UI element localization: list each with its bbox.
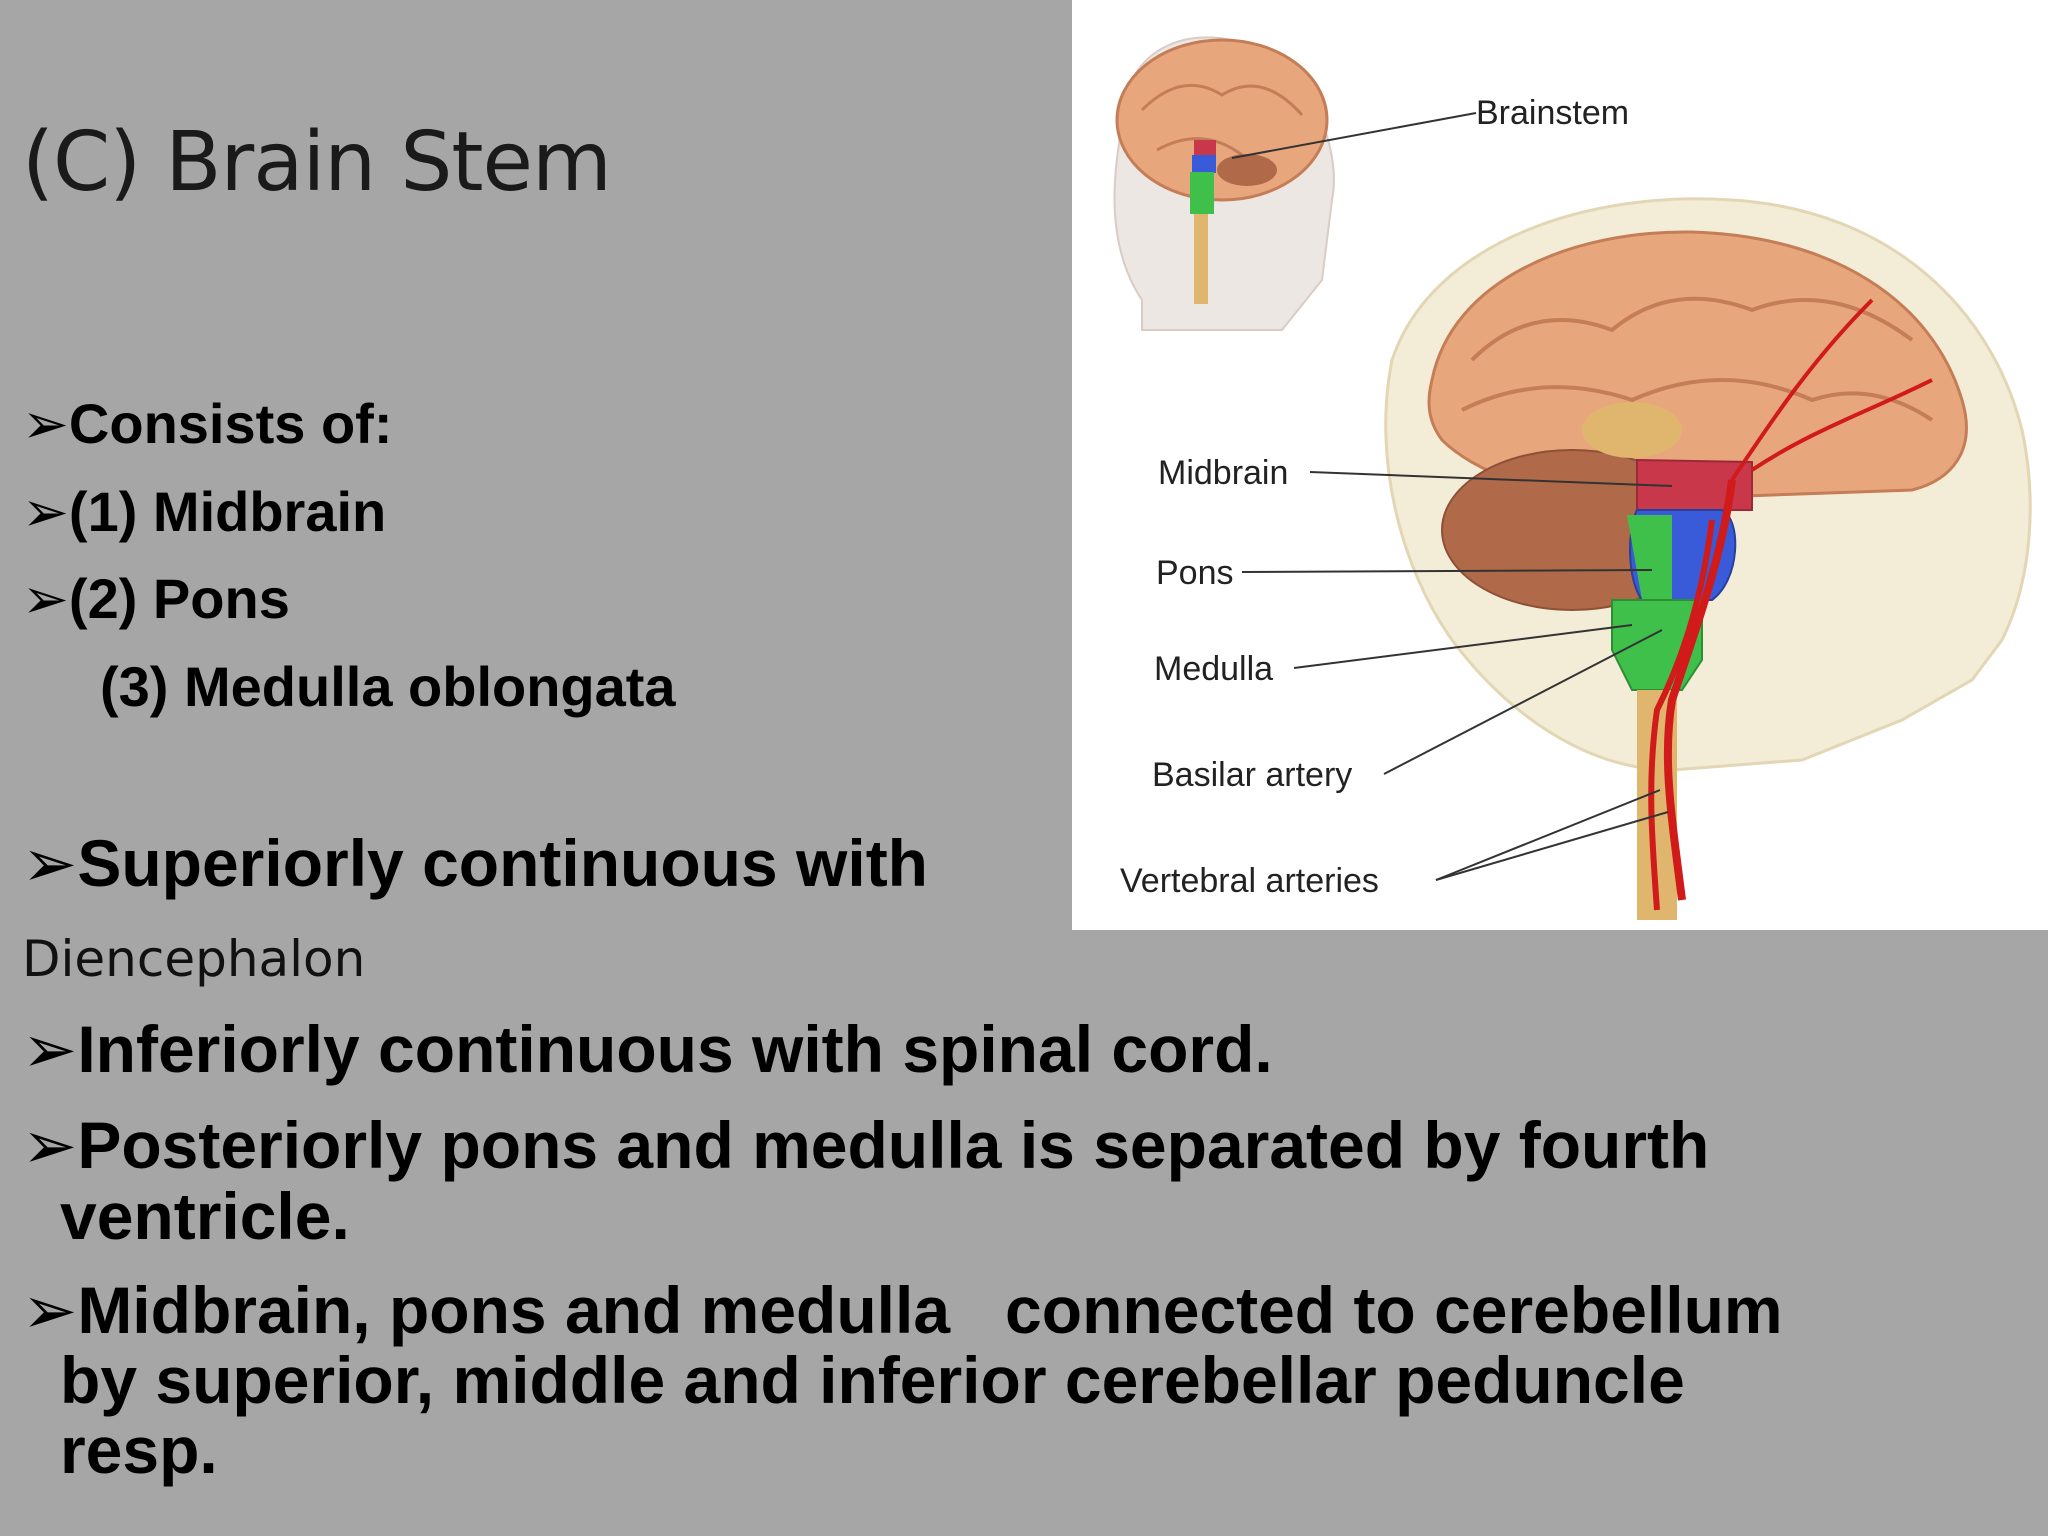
posterior-continuation: ventricle.: [60, 1179, 350, 1254]
part-medulla: (3) Medulla oblongata: [100, 659, 676, 715]
label-pons: Pons: [1156, 554, 1234, 592]
brainstem-illustration: Brainstem: [1113, 36, 2032, 920]
leader-pons: [1241, 569, 1653, 573]
label-basilar-artery: Basilar artery: [1152, 756, 1352, 794]
leader-vertebral-1: [1435, 789, 1661, 881]
head-large: [1384, 197, 2032, 920]
bullet-arrow-icon: ➢: [22, 567, 69, 632]
leader-medulla: [1293, 624, 1633, 669]
label-midbrain: Midbrain: [1158, 454, 1288, 492]
bullet-arrow-icon: ➢: [22, 825, 78, 902]
label-vertebral-arteries: Vertebral arteries: [1120, 862, 1379, 900]
cerebellum-continuation-1: by superior, middle and inferior cerebel…: [60, 1342, 1685, 1417]
bullet-arrow-icon: ➢: [22, 1272, 78, 1349]
bullet-inferior: ➢Inferiorly continuous with spinal cord.: [22, 1016, 1273, 1083]
leader-midbrain: [1309, 471, 1673, 487]
bullet-arrow-icon: ➢: [22, 392, 69, 457]
leader-basilar: [1383, 629, 1663, 775]
part-label: (2) Pons: [68, 567, 290, 630]
brainstem-figure: Brainstem: [1072, 0, 2048, 930]
bullet-posterior: ➢Posteriorly pons and medulla is separat…: [22, 1107, 1710, 1254]
cerebellum-continuation-2: resp.: [60, 1412, 218, 1487]
bullet-arrow-icon: ➢: [22, 1011, 78, 1088]
superior-continuation: Diencephalon: [22, 930, 366, 988]
label-brainstem: Brainstem: [1476, 94, 1629, 132]
superior-text: Superiorly continuous with: [77, 826, 928, 900]
slide-title: (C) Brain Stem: [22, 115, 612, 210]
posterior-text: Posteriorly pons and medulla is separate…: [77, 1108, 1710, 1182]
bullet-arrow-icon: ➢: [22, 1107, 78, 1184]
bullet-cerebellum: ➢Midbrain, pons and medulla connected to…: [22, 1272, 1783, 1487]
head-inset: [1113, 36, 1477, 331]
bullet-part-midbrain: ➢(1) Midbrain: [22, 484, 386, 541]
part-label: (3) Medulla oblongata: [100, 655, 676, 718]
bullet-part-pons: ➢(2) Pons: [22, 571, 290, 628]
cerebellum-text: Midbrain, pons and medulla connected to …: [77, 1273, 1783, 1347]
bullet-superior: ➢Superiorly continuous with: [22, 830, 928, 897]
inferior-text: Inferiorly continuous with spinal cord.: [77, 1012, 1273, 1086]
leader-vertebral-2: [1435, 811, 1669, 881]
part-label: (1) Midbrain: [68, 480, 387, 543]
consists-heading: Consists of:: [68, 392, 393, 455]
bullet-arrow-icon: ➢: [22, 480, 69, 545]
label-medulla: Medulla: [1154, 650, 1273, 688]
bullet-consists: ➢Consists of:: [22, 396, 392, 453]
